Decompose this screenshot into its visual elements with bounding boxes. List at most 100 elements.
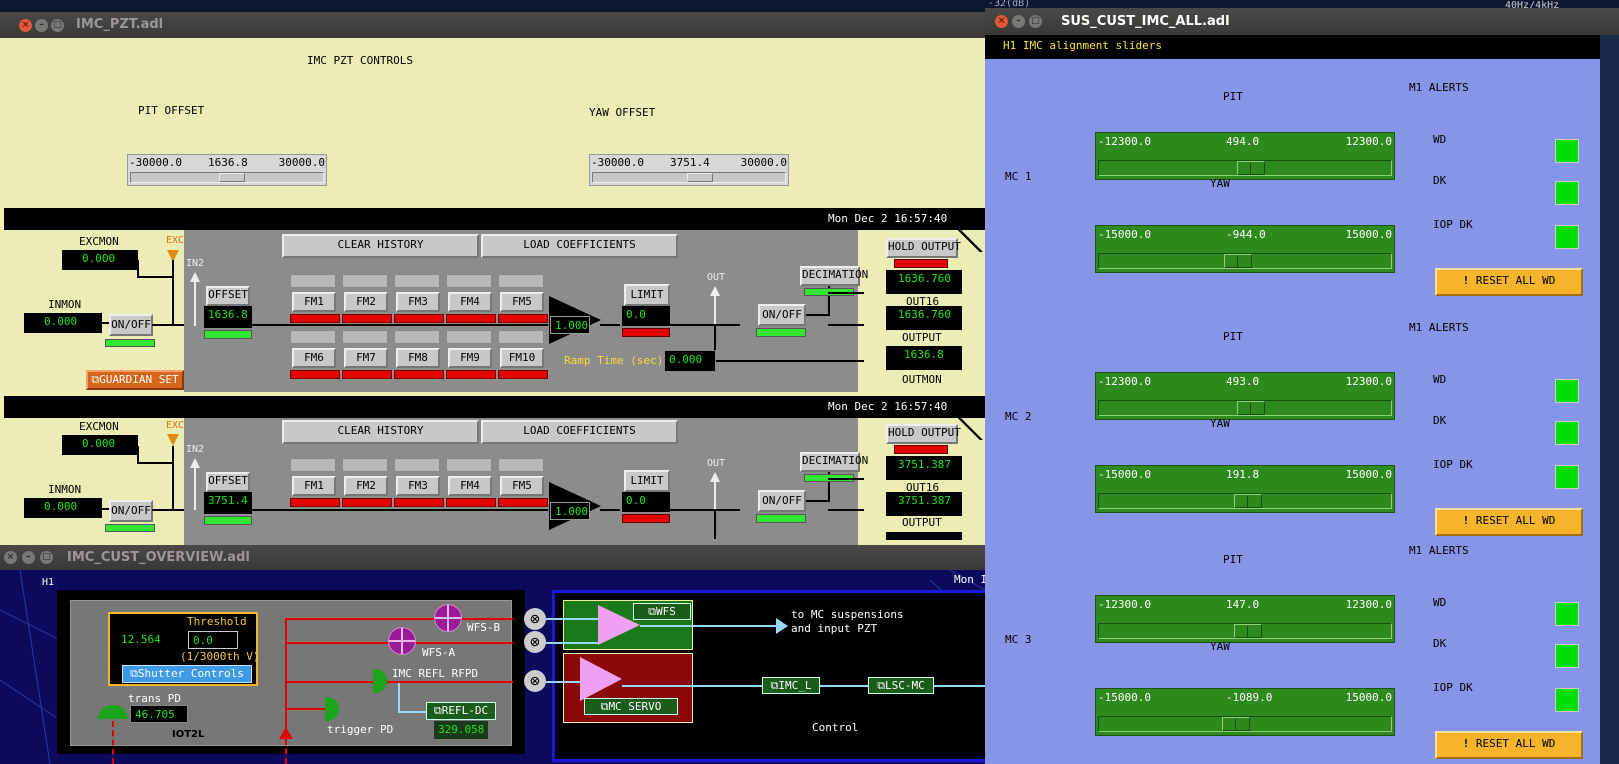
fm-button[interactable]: FM2 (344, 476, 388, 496)
fm-button[interactable]: FM8 (396, 348, 440, 368)
fm-state-indicator (290, 370, 340, 379)
limit-button[interactable]: LIMIT (624, 470, 670, 492)
wfs-button[interactable]: ⧉WFS (633, 603, 691, 620)
overview-window: × – □ IMC_CUST_OVERVIEW.adl H1 Mon I Thr… (0, 545, 985, 764)
fm-state-indicator (498, 370, 548, 379)
sus-window: × – □ SUS_CUST_IMC_ALL.adl H1 IMC alignm… (985, 8, 1619, 764)
slider-thumb[interactable] (1233, 494, 1262, 508)
limit-readout: 0.0 (622, 306, 670, 326)
fm-button[interactable]: FM4 (448, 292, 492, 312)
slider-thumb[interactable] (1237, 161, 1266, 175)
wd-indicator (1555, 602, 1579, 626)
out-label: OUT (707, 272, 726, 283)
wfs-amp-icon (598, 605, 640, 645)
sus-titlebar[interactable]: × – □ SUS_CUST_IMC_ALL.adl (985, 8, 1619, 35)
output-on-off-button[interactable]: ON/OFF (758, 304, 806, 326)
dk-label: DK (1433, 414, 1447, 427)
fm-button[interactable]: FM6 (292, 348, 336, 368)
pzt-titlebar[interactable]: × – □ IMC_PZT.adl (0, 12, 985, 38)
fm-status-indicator (394, 458, 440, 472)
fm-button[interactable]: FM7 (344, 348, 388, 368)
fm-button[interactable]: FM3 (396, 292, 440, 312)
mc-label: MC 3 (1005, 633, 1032, 646)
clear-history-button[interactable]: CLEAR HISTORY (282, 420, 479, 444)
reset-all-wd-button[interactable]: ! RESET ALL WD (1435, 268, 1583, 296)
shutter-controls-button[interactable]: ⧉Shutter Controls (122, 665, 252, 683)
input-on-off-button[interactable]: ON/OFF (109, 500, 153, 522)
hold-output-button[interactable]: HOLD OUTPUT (886, 424, 961, 444)
fm-button[interactable]: FM1 (292, 292, 336, 312)
slider-thumb[interactable] (1223, 254, 1252, 268)
minimize-icon[interactable]: – (1012, 15, 1025, 28)
reset-all-wd-button[interactable]: ! RESET ALL WD (1435, 508, 1583, 536)
wd-label: WD (1433, 373, 1447, 386)
fm-button[interactable]: FM9 (448, 348, 492, 368)
offset-button[interactable]: OFFSET (206, 286, 250, 306)
close-icon[interactable]: × (4, 551, 17, 564)
decimation-button[interactable]: DECIMATION (800, 452, 868, 472)
minimize-icon[interactable]: – (35, 19, 48, 32)
decimation-button[interactable]: DECIMATION (800, 266, 868, 286)
load-coefficients-button[interactable]: LOAD COEFFICIENTS (481, 420, 678, 444)
refl-dc-button[interactable]: ⧉REFL-DC (426, 702, 496, 720)
threshold-reading: 12.564 (121, 633, 161, 646)
yaw-offset-label: YAW OFFSET (589, 106, 656, 119)
exc-arrow-icon (167, 434, 179, 446)
mc-servo-icon: ⧉ (600, 700, 609, 713)
excmon-readout: 0.000 (62, 435, 138, 455)
slider-thumb[interactable] (1222, 717, 1251, 731)
pit-offset-slider[interactable]: -30000.0 1636.8 30000.0 (127, 154, 327, 186)
maximize-icon[interactable]: □ (1029, 15, 1042, 28)
sus-window-title: SUS_CUST_IMC_ALL.adl (1061, 14, 1230, 29)
slider-thumb[interactable] (1233, 624, 1262, 638)
fm-status-indicator (498, 274, 544, 288)
fm-button[interactable]: FM2 (344, 292, 388, 312)
fm-button[interactable]: FM1 (292, 476, 336, 496)
hold-output-button[interactable]: HOLD OUTPUT (886, 238, 961, 258)
fm-button[interactable]: FM4 (448, 476, 492, 496)
maximize-icon[interactable]: □ (40, 551, 53, 564)
fm-button[interactable]: FM5 (500, 476, 544, 496)
fm-button[interactable]: FM3 (396, 476, 440, 496)
load-coefficients-button[interactable]: LOAD COEFFICIENTS (481, 234, 678, 258)
reset-all-wd-button[interactable]: ! RESET ALL WD (1435, 731, 1583, 759)
guardian-set-button[interactable]: ⧉GUARDIAN SET (86, 370, 184, 390)
m1-alerts-label: M1 ALERTS (1409, 81, 1469, 94)
control-label: Control (812, 721, 859, 734)
fm-status-indicator (290, 458, 336, 472)
fm-status-indicator (290, 274, 336, 288)
limit-button[interactable]: LIMIT (624, 284, 670, 306)
close-icon[interactable]: × (19, 19, 32, 32)
wfs-b-icon (434, 604, 462, 632)
clear-history-button[interactable]: CLEAR HISTORY (282, 234, 479, 258)
outmon-readout: 1636.8 (886, 346, 962, 370)
threshold-input[interactable]: 0.0 (188, 631, 238, 649)
fm-button[interactable]: FM10 (500, 348, 544, 368)
maximize-icon[interactable]: □ (51, 19, 64, 32)
yaw-offset-slider[interactable]: -30000.0 3751.4 30000.0 (589, 154, 789, 186)
overview-titlebar[interactable]: × – □ IMC_CUST_OVERVIEW.adl (0, 545, 985, 570)
input-on-off-button[interactable]: ON/OFF (109, 314, 153, 336)
output-on-off-indicator (756, 328, 806, 337)
imc-l-button[interactable]: ⧉IMC_L (762, 677, 820, 694)
fm-button[interactable]: FM5 (500, 292, 544, 312)
pit-offset-thumb[interactable] (219, 173, 246, 182)
slider-thumb[interactable] (1237, 401, 1266, 415)
lsc-mc-button[interactable]: ⧉LSC-MC (868, 677, 934, 694)
gain-readout: 1.000 (550, 502, 590, 520)
fm-state-indicator (342, 314, 392, 323)
offset-button[interactable]: OFFSET (206, 472, 250, 492)
trigger-pd-label: trigger PD (327, 723, 394, 736)
yaw-offset-thumb[interactable] (687, 173, 714, 182)
dk-indicator (1555, 421, 1579, 445)
output-on-off-button[interactable]: ON/OFF (758, 490, 806, 512)
close-icon[interactable]: × (995, 15, 1008, 28)
minimize-icon[interactable]: – (22, 551, 35, 564)
mc-servo-button[interactable]: ⧉MC SERVO (584, 698, 678, 715)
